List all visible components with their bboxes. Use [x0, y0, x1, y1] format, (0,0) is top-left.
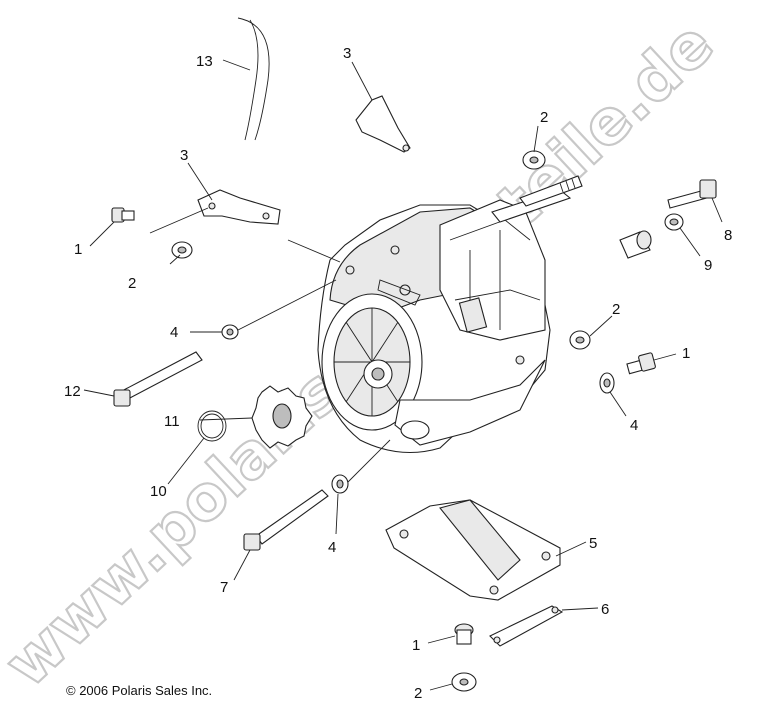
- part-13-hose: [237, 17, 270, 141]
- callout-2-upper: 2: [540, 109, 548, 126]
- gearcase-assembly: [317, 175, 583, 454]
- breather-fitting: [619, 230, 652, 259]
- callout-2-left: 2: [128, 275, 136, 292]
- callout-labels: 13 3 3 2 8 1 2 9 4 2 1 12 11 4 10 4 5 7 …: [64, 45, 732, 702]
- callout-11: 11: [164, 413, 180, 430]
- part-1-bolt-bottom: [454, 623, 474, 645]
- callout-1-left: 1: [74, 241, 82, 258]
- part-3-bracket-upper: [355, 95, 411, 153]
- callout-1-bottom: 1: [412, 637, 420, 654]
- part-8-bolt: [667, 179, 717, 209]
- callout-2-right: 2: [612, 301, 620, 318]
- callout-3-upper: 3: [343, 45, 351, 62]
- part-2-nut-upper: [522, 150, 546, 170]
- callout-13: 13: [196, 53, 213, 70]
- part-6-strap: [489, 605, 564, 647]
- part-4-washer-right: [599, 372, 615, 394]
- part-7-bolt: [243, 489, 329, 551]
- callout-8: 8: [724, 227, 732, 244]
- leader-lines: [83, 59, 723, 691]
- part-2-nut-bottom: [451, 672, 477, 692]
- callout-5: 5: [589, 535, 597, 552]
- callout-9: 9: [704, 257, 712, 274]
- part-4-washer-left: [221, 324, 239, 340]
- callout-4-left: 4: [170, 324, 178, 341]
- copyright-notice: © 2006 Polaris Sales Inc.: [66, 683, 213, 698]
- callout-4-lower: 4: [328, 539, 336, 556]
- part-11-sprocket: [251, 385, 313, 449]
- part-2-nut-left: [171, 241, 193, 259]
- callout-1-right: 1: [682, 345, 690, 362]
- part-2-nut-right: [569, 330, 591, 350]
- part-1-bolt-right: [626, 352, 656, 375]
- part-1-bolt-left: [111, 207, 135, 223]
- part-9-washer: [664, 213, 684, 231]
- callout-2-bottom: 2: [414, 685, 422, 702]
- part-3-bracket-left: [197, 189, 281, 225]
- callout-10: 10: [150, 483, 167, 500]
- part-10-snap-ring: [197, 410, 227, 442]
- callout-4-right: 4: [630, 417, 638, 434]
- callout-3-left: 3: [180, 147, 188, 164]
- callout-12: 12: [64, 383, 81, 400]
- callout-6: 6: [601, 601, 609, 618]
- callout-7: 7: [220, 579, 228, 596]
- part-4-washer-lower: [331, 474, 349, 494]
- part-12-long-bolt: [113, 351, 203, 407]
- part-5-mount-plate: [385, 499, 561, 601]
